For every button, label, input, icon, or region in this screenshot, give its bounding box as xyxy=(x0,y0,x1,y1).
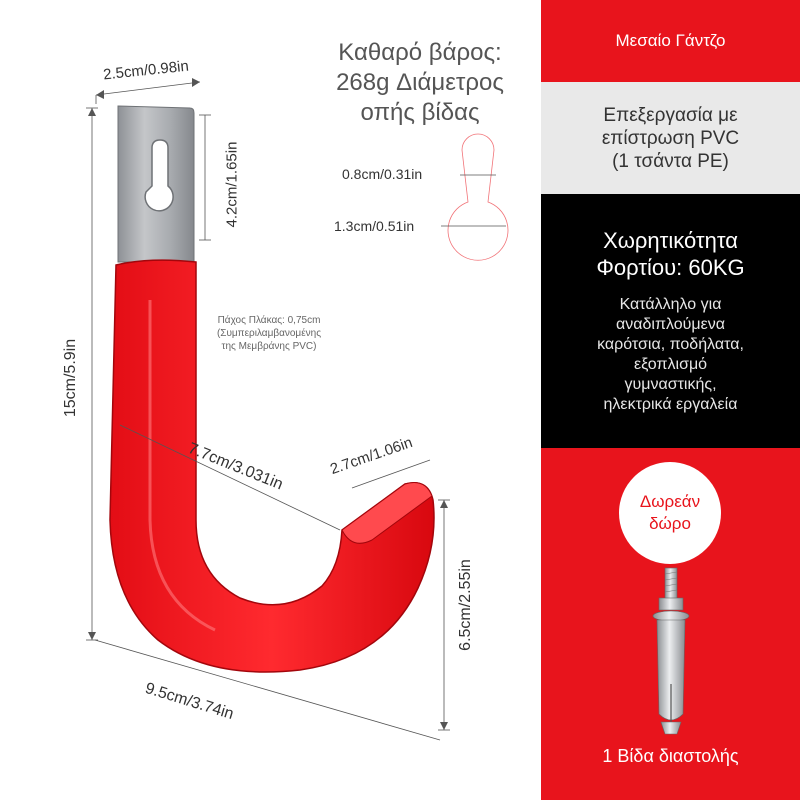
weight-line-1: Καθαρό βάρος: xyxy=(338,39,502,66)
capacity-line-1: Χωρητικότητα xyxy=(603,228,738,253)
product-name-band: Μεσαίο Γάντζο xyxy=(541,0,800,82)
thickness-line-3: της Μεμβράνης PVC) xyxy=(221,341,317,352)
weight-info: Καθαρό βάρος: 268g Διάμετρος οπής βίδας xyxy=(300,38,540,128)
uses-line: καρότσια, ποδήλατα, xyxy=(597,336,744,353)
weight-line-3: οπής βίδας xyxy=(360,99,480,126)
dim-hole-small: 0.8cm/0.31in xyxy=(342,166,423,182)
uses-line: ηλεκτρικά εργαλεία xyxy=(603,396,738,413)
uses-line: αναδιπλούμενα xyxy=(615,316,725,333)
keyhole-slot-icon xyxy=(144,139,174,212)
uses-line: εξοπλισμό xyxy=(633,356,708,373)
thickness-line-2: (Συμπεριλαμβανομένης xyxy=(216,328,322,339)
weight-line-2: 268g Διάμετρος xyxy=(336,69,504,96)
dim-hole-large: 1.3cm/0.51in xyxy=(334,218,415,234)
gift-line-2: δώρο xyxy=(649,514,691,533)
gift-line-1: Δωρεάν xyxy=(639,492,701,511)
red-hook-body xyxy=(109,259,435,673)
keyhole-diagram xyxy=(447,133,509,261)
uses-list: Κατάλληλο για αναδιπλούμενα καρότσια, πο… xyxy=(597,295,744,415)
dim-total-height: 15cm/5.9in xyxy=(62,338,79,418)
capacity-band: Χωρητικότητα Φορτίου: 60KG Κατάλληλο για… xyxy=(541,194,800,448)
expansion-screw-icon xyxy=(652,567,690,735)
capacity-line-2: Φορτίου: 60KG xyxy=(596,255,745,280)
plate-thickness-note: Πάχος Πλάκας: 0,75cm (Συμπεριλαμβανομένη… xyxy=(196,314,342,353)
dim-tip-height: 6.5cm/2.55in xyxy=(457,559,474,651)
info-panel: Μεσαίο Γάντζο Επεξεργασία με επίστρωση P… xyxy=(541,0,800,800)
hook-illustration xyxy=(86,78,509,741)
thickness-line-1: Πάχος Πλάκας: 0,75cm xyxy=(217,315,321,326)
coating-band: Επεξεργασία με επίστρωση PVC (1 τσάντα P… xyxy=(541,82,800,194)
coating-line-1: Επεξεργασία με xyxy=(603,104,738,126)
gift-badge: Δωρεάν δώρο xyxy=(619,462,721,564)
dim-slot-length: 4.2cm/1.65in xyxy=(223,141,241,228)
uses-line: Κατάλληλο για xyxy=(619,296,722,313)
coating-line-2: επίστρωση PVC xyxy=(601,127,740,149)
coating-line-3: (1 τσάντα PE) xyxy=(612,150,729,172)
product-name: Μεσαίο Γάντζο xyxy=(615,31,726,50)
uses-line: γυμναστικής, xyxy=(624,376,717,393)
hook-tip-face xyxy=(341,482,433,544)
screw-caption: 1 Βίδα διαστολής xyxy=(602,746,739,766)
